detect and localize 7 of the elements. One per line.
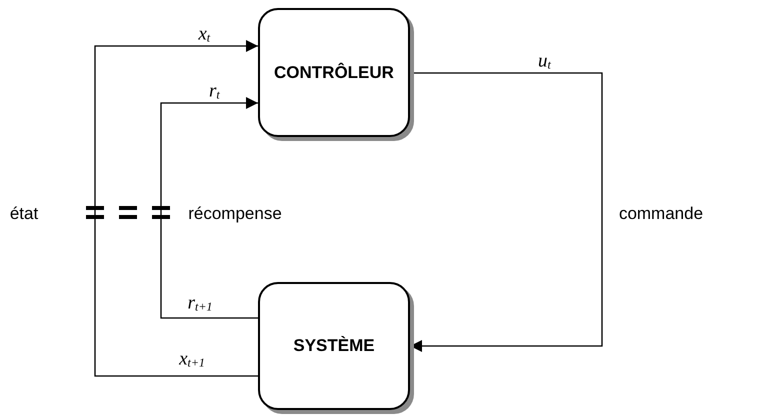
annotation-label: commande [618,204,704,224]
annotation-label: état [10,204,38,224]
box-label: CONTRÔLEUR [274,62,394,82]
annotation-label: récompense [188,204,282,224]
arrow [94,40,258,377]
arrow [160,97,258,319]
box-label: SYSTÈME [293,336,375,356]
